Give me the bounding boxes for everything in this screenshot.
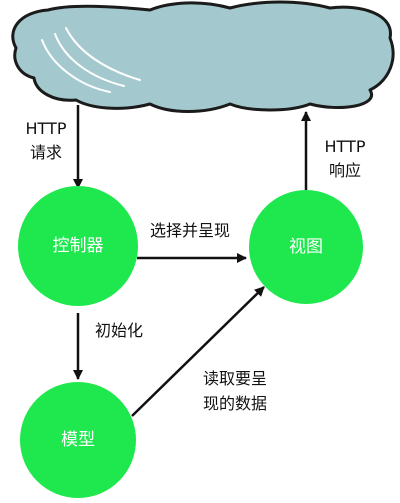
view-label: 视图: [289, 237, 323, 257]
http-request-label-line2: 请求: [30, 143, 62, 162]
read-data-arrow: [131, 286, 265, 417]
initialize-label: 初始化: [95, 321, 143, 340]
http-request-label-line1: HTTP: [26, 119, 67, 138]
read-data-label-line1: 读取要呈: [203, 369, 267, 388]
http-response-label-line1: HTTP: [325, 137, 366, 156]
view-node: 视图: [249, 190, 363, 304]
controller-label: 控制器: [53, 236, 104, 256]
select-and-render-label: 选择并呈现: [150, 221, 230, 240]
cloud-shape: [11, 0, 395, 113]
controller-node: 控制器: [18, 186, 138, 306]
model-node: 模型: [20, 382, 136, 498]
http-response-label-line2: 响应: [329, 161, 361, 180]
model-label: 模型: [61, 430, 95, 450]
read-data-label-line2: 现的数据: [203, 394, 267, 413]
